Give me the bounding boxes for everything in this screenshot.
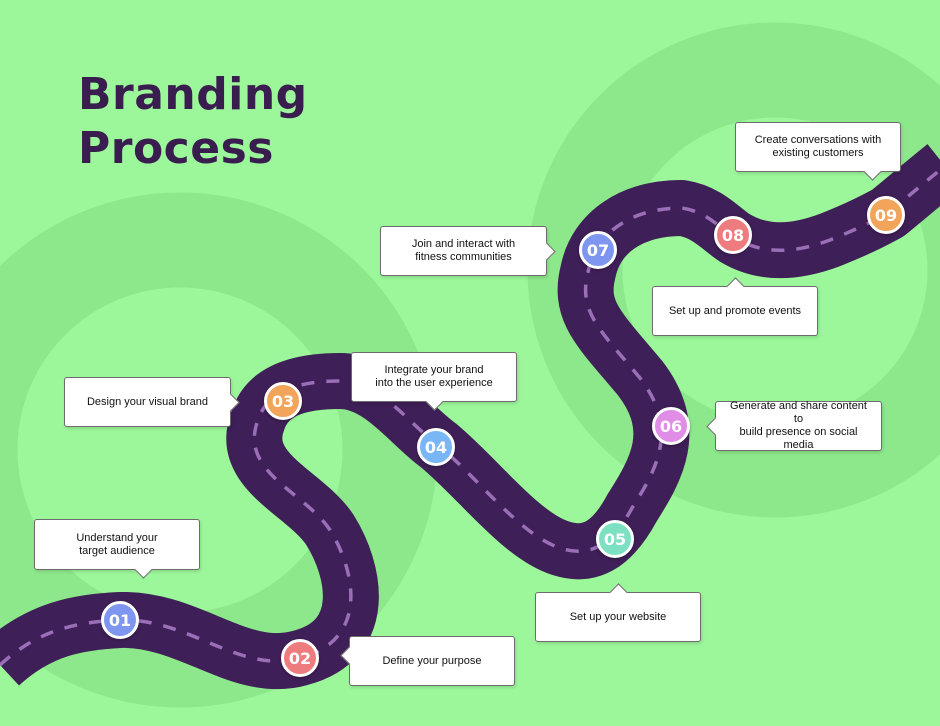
callout-step-05: Set up your website <box>535 583 701 642</box>
callout-label: Design your visual brand <box>86 395 209 408</box>
step-marker-07: 07 <box>579 231 617 269</box>
step-number: 01 <box>108 610 132 630</box>
step-number: 05 <box>603 529 627 549</box>
step-number: 07 <box>586 240 610 260</box>
callout-step-03: Design your visual brand <box>64 377 240 427</box>
step-marker-01: 01 <box>101 601 139 639</box>
step-number: 04 <box>424 437 448 457</box>
step-number: 02 <box>288 648 312 668</box>
title-line-2: Process <box>78 123 274 174</box>
callout-label: Set up your website <box>569 610 667 623</box>
step-marker-08: 08 <box>714 216 752 254</box>
step-number: 03 <box>271 391 295 411</box>
step-number: 09 <box>874 205 898 225</box>
step-marker-02: 02 <box>281 639 319 677</box>
step-marker-03: 03 <box>264 382 302 420</box>
step-marker-09: 09 <box>867 196 905 234</box>
step-number: 08 <box>721 225 745 245</box>
step-marker-06: 06 <box>652 407 690 445</box>
callout-step-02: Define your purpose <box>340 636 515 686</box>
step-number: 06 <box>659 416 683 436</box>
title-line-1: Branding <box>78 69 308 120</box>
callout-label: Define your purpose <box>382 654 482 667</box>
step-marker-05: 05 <box>596 520 634 558</box>
callout-step-08: Set up and promote events <box>652 277 818 336</box>
page-title: Branding Process <box>78 68 308 176</box>
step-marker-04: 04 <box>417 428 455 466</box>
callout-label: Set up and promote events <box>668 304 802 317</box>
